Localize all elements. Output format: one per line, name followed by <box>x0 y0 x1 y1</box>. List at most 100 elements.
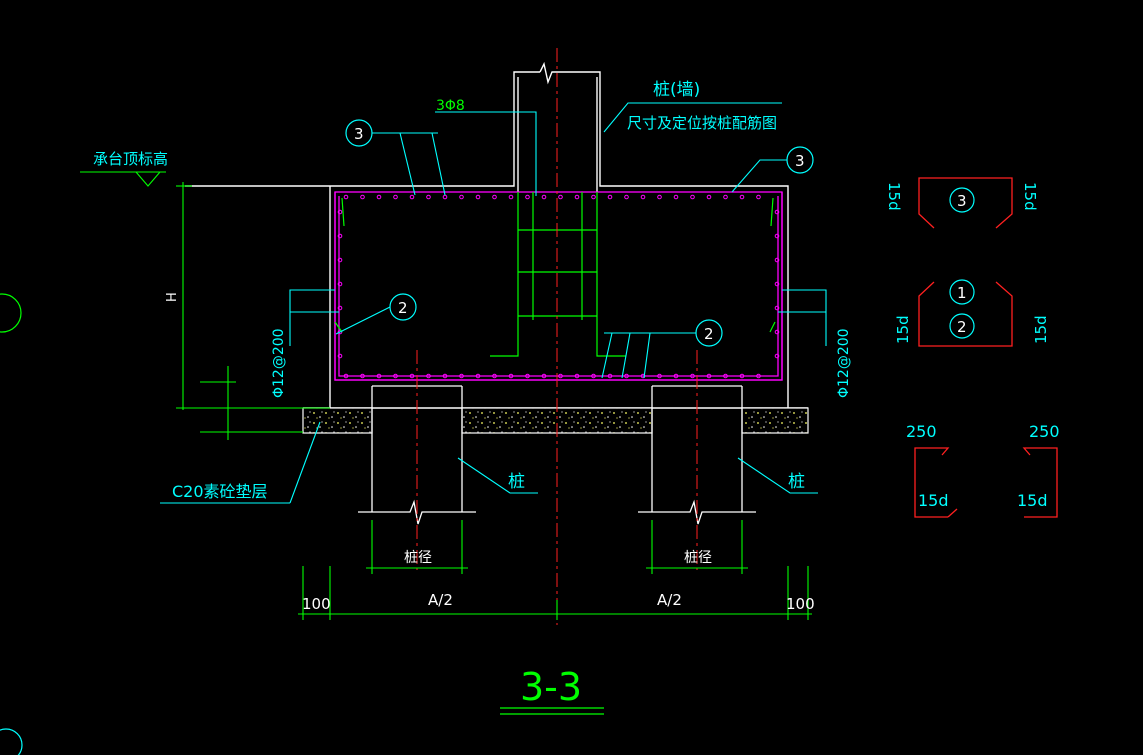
rebar-dot <box>508 194 514 200</box>
detail3-bottom: 15d <box>918 491 949 510</box>
callout-mid-right: 2 <box>704 325 714 343</box>
callout-mid-left: 2 <box>398 299 408 317</box>
rebar-dot <box>409 194 415 200</box>
rebar-cage <box>334 191 783 381</box>
detail2-number-top: 1 <box>957 284 967 302</box>
rebar-dot <box>591 373 596 379</box>
rebar-dot <box>739 373 745 379</box>
rebar-dot <box>774 353 780 359</box>
pile-wall-label: 桩(墙) <box>653 80 700 100</box>
rebar-dot <box>376 373 382 379</box>
rebar-dot <box>426 194 431 200</box>
pile-left-label: 桩 <box>508 472 525 492</box>
rebar-dot <box>574 194 580 200</box>
rebar-dot <box>774 329 780 335</box>
top-bars-label: 3Φ8 <box>436 98 465 114</box>
rebar-dot <box>393 194 398 200</box>
rebar-dot <box>774 233 780 239</box>
rebar-dot <box>376 194 382 200</box>
rebar-dot <box>459 373 464 379</box>
rebar-dot <box>690 373 695 379</box>
detail3-top: 250 <box>906 422 937 441</box>
detail1-left: 15d <box>885 182 903 211</box>
rebar-dot <box>360 194 365 200</box>
rebar-dot <box>442 373 448 379</box>
detail-circles <box>949 187 975 339</box>
callout-top-left: 3 <box>354 125 364 143</box>
rebar-dot <box>640 194 646 200</box>
grid-bubble-left <box>0 293 23 755</box>
rebar-dot <box>508 373 514 379</box>
dim-left-edge: 100 <box>302 595 331 613</box>
side-bars-left-label: Φ12@200 <box>271 328 287 398</box>
rebar-dot <box>607 373 613 379</box>
rebar-dot <box>574 373 580 379</box>
detail1-number: 3 <box>957 192 967 210</box>
detail2-right: 15d <box>1032 315 1050 344</box>
rebar-dot <box>492 194 497 200</box>
rebar-dot <box>774 281 780 287</box>
rebar-dot <box>774 257 780 263</box>
detail2-left: 15d <box>894 315 912 344</box>
dim-half-right: A/2 <box>657 591 682 609</box>
rebar-dot <box>426 373 431 379</box>
rebar-dot <box>337 233 343 239</box>
rebar-dot <box>756 194 761 200</box>
rebar-dot <box>673 373 679 379</box>
rebar-dot <box>525 373 530 379</box>
rebar-dot <box>343 373 349 379</box>
height-label: H <box>165 292 180 302</box>
detail4-bottom: 15d <box>1017 491 1048 510</box>
detail4-top: 250 <box>1029 422 1060 441</box>
rebar-dot <box>337 305 343 311</box>
rebar-dot <box>541 194 547 200</box>
pile-dia-right-label: 桩径 <box>684 549 712 566</box>
dim-right-edge: 100 <box>786 595 815 613</box>
rebar-dot <box>393 373 398 379</box>
rebar-dot <box>337 353 343 359</box>
rebar-dot <box>459 194 464 200</box>
rebar-dot <box>673 194 679 200</box>
c20-cushion-layer <box>302 407 809 434</box>
callout-circles <box>345 119 814 347</box>
rebar-dot <box>706 194 712 200</box>
height-dimension <box>176 182 330 440</box>
rebar-dot <box>337 281 343 287</box>
pile-cap-outline <box>185 61 808 409</box>
rebar-dots <box>337 194 780 379</box>
rebar-dot <box>360 373 365 379</box>
rebar-dot <box>756 373 761 379</box>
rebar-dot <box>558 373 563 379</box>
rebar-dot <box>442 194 448 200</box>
rebar-dot <box>337 257 343 263</box>
rebar-dot <box>525 194 530 200</box>
rebar-dot <box>607 194 613 200</box>
pile-dia-left-label: 桩径 <box>404 549 432 566</box>
side-bars-right-label: Φ12@200 <box>836 328 852 398</box>
rebar-dot <box>723 373 728 379</box>
rebar-dot <box>706 373 712 379</box>
detail2-number-bottom: 2 <box>957 318 967 336</box>
section-title: 3-3 <box>520 665 582 709</box>
rebar-dot <box>409 373 415 379</box>
rebar-dot <box>739 194 745 200</box>
detail-bar-shapes <box>914 177 1058 518</box>
rebar-dot <box>723 194 728 200</box>
bottom-dimension-chain <box>298 566 812 620</box>
rebar-dot <box>624 373 629 379</box>
cap-top-elevation-marker <box>80 171 166 187</box>
cap-top-label: 承台顶标高 <box>93 150 168 168</box>
dim-half-left: A/2 <box>428 591 453 609</box>
rebar-dot <box>492 373 497 379</box>
rebar-dot <box>690 194 695 200</box>
callout-top-right: 3 <box>795 152 805 170</box>
detail1-right: 15d <box>1021 182 1039 211</box>
centerlines <box>416 48 698 625</box>
rebar-dot <box>774 305 780 311</box>
rebar-dot <box>541 373 547 379</box>
callout-leaders <box>160 102 818 504</box>
rebar-dot <box>774 209 780 215</box>
rebar-dot <box>475 373 481 379</box>
pile-wall-note: 尺寸及定位按桩配筋图 <box>627 114 777 132</box>
